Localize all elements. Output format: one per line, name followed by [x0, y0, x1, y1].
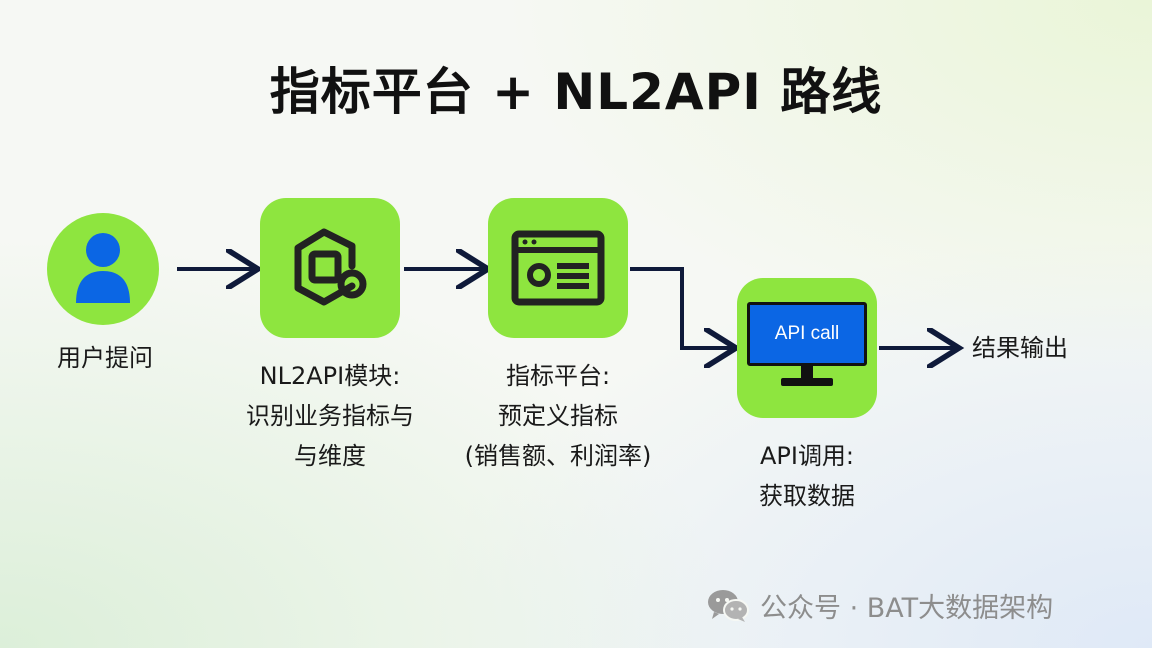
cube-module-icon [294, 228, 367, 306]
node-nl2api [260, 198, 400, 338]
node-user [47, 213, 159, 325]
watermark: 公众号 · BAT大数据架构 [706, 586, 1053, 625]
label-output: 结果输出 [972, 334, 1068, 362]
monitor-icon: API call [747, 302, 867, 394]
label-nl2api: NL2API模块: 识别业务指标与 与维度 [246, 362, 414, 470]
monitor-screen: API call [747, 302, 867, 366]
label-api: API调用: 获取数据 [759, 442, 855, 510]
monitor-base [781, 378, 833, 386]
watermark-text: 公众号 · BAT大数据架构 [760, 593, 1054, 624]
diagram-title: 指标平台 + NL2API 路线 [269, 63, 883, 121]
node-api: API call [737, 278, 877, 418]
node-metrics [488, 198, 628, 338]
label-metrics: 指标平台: 预定义指标 (销售额、利润率) [464, 362, 652, 470]
user-icon [76, 233, 130, 303]
wechat-icon [708, 589, 749, 622]
api-call-text: API call [774, 323, 840, 344]
monitor-stand [801, 366, 813, 380]
dashboard-window-icon [511, 230, 605, 306]
label-user: 用户提问 [57, 344, 153, 372]
arrow-metrics-to-api [630, 267, 732, 348]
